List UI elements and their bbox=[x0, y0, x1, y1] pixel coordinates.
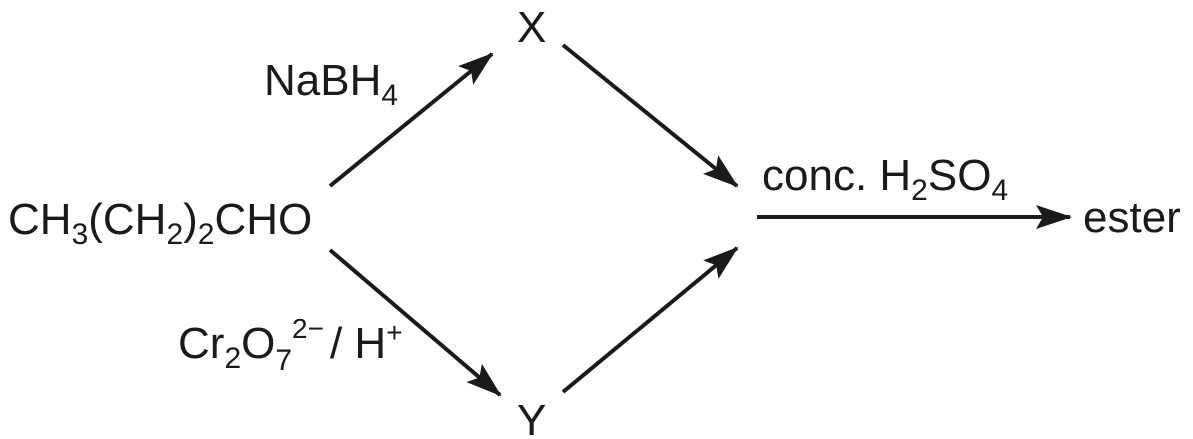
reactant-subscript: 3 bbox=[72, 218, 89, 251]
reagent-part: / H bbox=[330, 319, 386, 368]
reactant-part: (CH bbox=[88, 195, 166, 244]
product-ester: ester bbox=[1083, 193, 1181, 242]
intermediate-x: X bbox=[517, 3, 546, 52]
reagent-superscript: + bbox=[386, 317, 402, 348]
reactant-subscript: 2 bbox=[198, 218, 215, 251]
reagent-subscript: 2 bbox=[224, 342, 241, 375]
reactant-part: ) bbox=[183, 195, 198, 244]
arrow-y-to-junction bbox=[561, 246, 739, 394]
reactant-part: CH bbox=[8, 195, 72, 244]
reagent-subscript: 7 bbox=[275, 344, 292, 377]
reagent-part: Cr bbox=[178, 319, 224, 368]
reagent-subscript: 4 bbox=[381, 79, 398, 112]
reagent-superscript: 2− bbox=[292, 313, 324, 344]
intermediate-y: Y bbox=[517, 396, 546, 439]
reactant-formula: CH3(CH2)2CHO bbox=[8, 195, 312, 251]
reagent-part: SO bbox=[928, 151, 992, 200]
reagent-dichromate: Cr2O72−/ H+ bbox=[178, 313, 403, 377]
arrow-to-x bbox=[328, 52, 494, 188]
arrow-x-to-junction bbox=[561, 43, 739, 188]
reagent-subscript: 4 bbox=[991, 174, 1008, 207]
reagent-sulfuric-acid: conc. H2SO4 bbox=[762, 151, 1008, 207]
reagent-nabh4: NaBH4 bbox=[264, 56, 398, 112]
reactant-part: CHO bbox=[214, 195, 312, 244]
reactant-subscript: 2 bbox=[166, 218, 183, 251]
reagent-part: O bbox=[241, 319, 275, 368]
reagent-part: conc. H bbox=[762, 151, 911, 200]
arrow-to-y bbox=[328, 248, 502, 397]
reagent-part: NaBH bbox=[264, 56, 381, 105]
reagent-subscript: 2 bbox=[911, 174, 928, 207]
